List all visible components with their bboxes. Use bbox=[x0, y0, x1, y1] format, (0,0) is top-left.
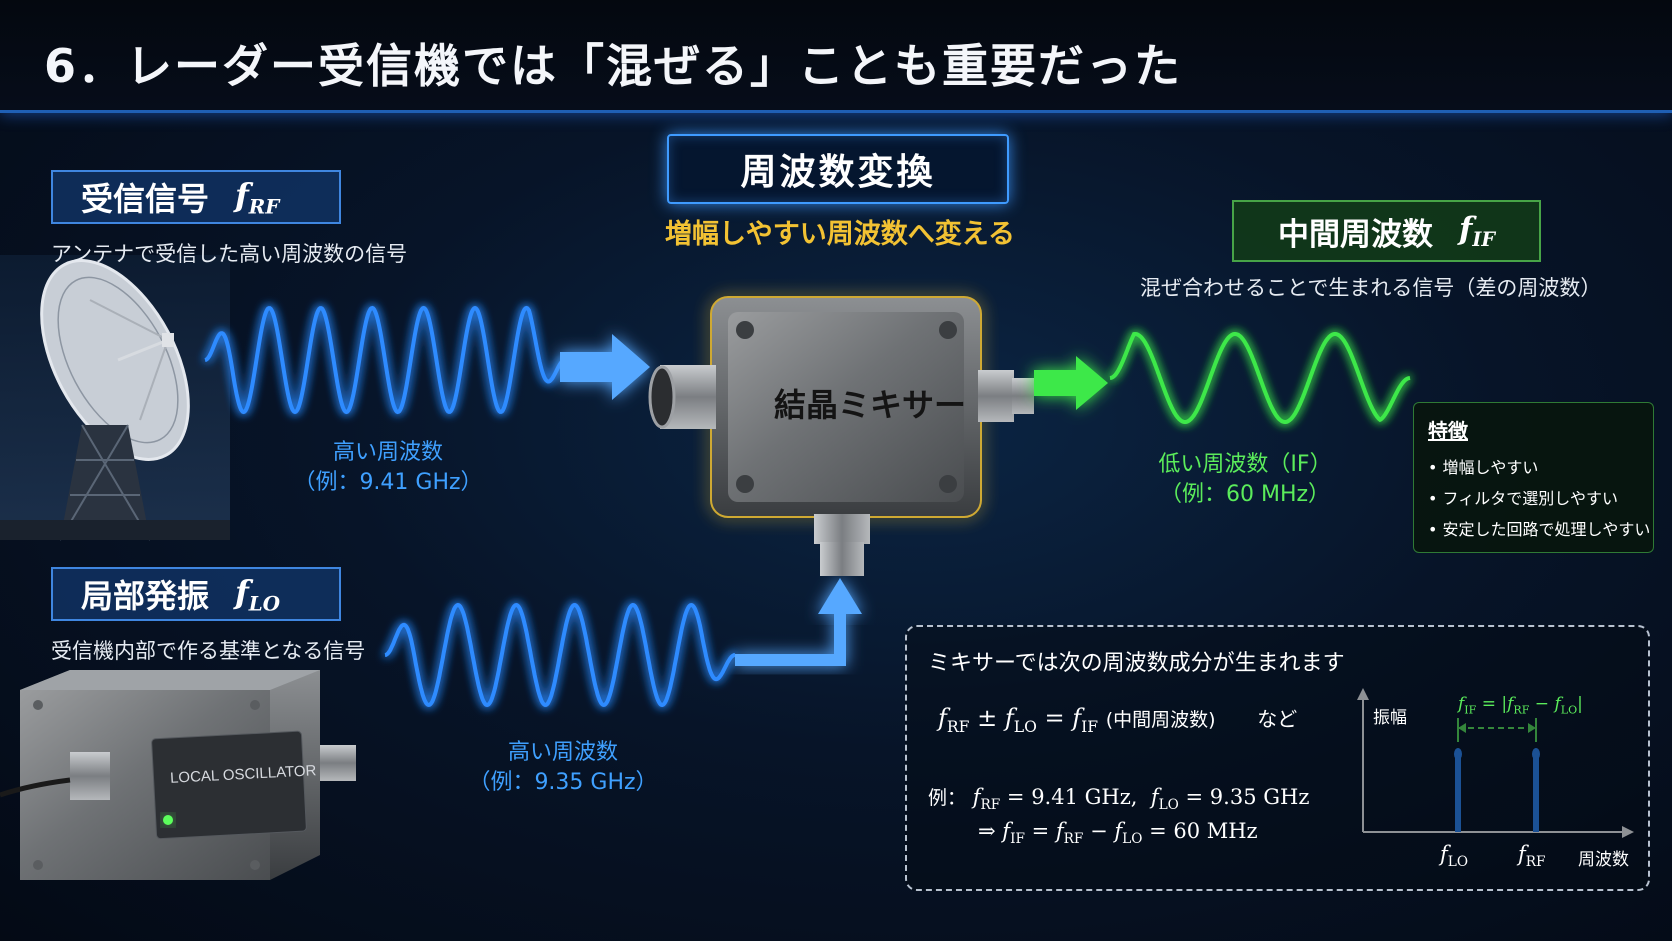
lo-label-box: 局部発振 fLO bbox=[51, 567, 341, 621]
if-wave-caption: 低い周波数（IF） （例：60 MHz） bbox=[1158, 452, 1332, 507]
rf-wave bbox=[204, 305, 566, 415]
if-label-box: 中間周波数 fIF bbox=[1232, 200, 1541, 262]
if-label: 中間周波数 bbox=[1278, 216, 1434, 253]
lo-label: 局部発振 bbox=[81, 577, 210, 615]
spectrum-x-label: 周波数 bbox=[1578, 850, 1629, 870]
info-title: ミキサーでは次の周波数成分が生まれます bbox=[928, 651, 1345, 676]
spectrum-y-label: 振幅 bbox=[1373, 708, 1407, 728]
lo-description: 受信機内部で作る基準となる信号 bbox=[51, 639, 366, 663]
spectrum-rf-tick-label: fRF bbox=[1518, 842, 1546, 871]
features-title: 特徴 bbox=[1428, 419, 1468, 443]
spectrum-lo-tick-label: fLO bbox=[1440, 842, 1469, 871]
lo-wave-caption: 高い周波数 （例：9.35 GHz） bbox=[468, 740, 658, 795]
conversion-title-box: 周波数変換 bbox=[667, 134, 1009, 204]
if-description: 混ぜ合わせることで生まれる信号（差の周波数） bbox=[1140, 276, 1602, 300]
example-line-2: ⇒ fIF = fRF − fLO = 60 MHz bbox=[978, 819, 1258, 848]
if-arrow-icon bbox=[1034, 356, 1108, 410]
feature-item: • 安定した回路で処理しやすい bbox=[1428, 520, 1651, 539]
example-line-1: 例： fRF = 9.41 GHz, fLO = 9.35 GHz bbox=[928, 785, 1310, 814]
lo-arrow-icon bbox=[735, 612, 846, 666]
lo-wave bbox=[384, 602, 736, 708]
mixer-device-icon bbox=[648, 296, 1034, 576]
rf-symbol: fRF bbox=[235, 175, 280, 219]
conversion-subtitle: 増幅しやすい周波数へ変える bbox=[665, 219, 1015, 250]
mixer-label: 結晶ミキサー bbox=[773, 386, 966, 424]
conversion-title: 周波数変換 bbox=[740, 152, 936, 193]
local-oscillator-device-icon bbox=[0, 670, 356, 880]
info-box bbox=[905, 625, 1650, 891]
feature-item: • 増幅しやすい bbox=[1428, 458, 1539, 477]
lo-arrow-head-icon bbox=[818, 578, 862, 614]
if-symbol: fIF bbox=[1459, 210, 1495, 252]
slide-title: 6．レーダー受信機では「混ぜる」ことも重要だった bbox=[44, 39, 1183, 93]
mixing-equation: fRF ± fLO = fIF (中間周波数) など bbox=[938, 704, 1298, 736]
rf-arrow-icon bbox=[560, 334, 650, 400]
feature-item: • フィルタで選別しやすい bbox=[1428, 489, 1619, 508]
title-bar bbox=[0, 0, 1672, 113]
features-box: 特徴 • 増幅しやすい • フィルタで選別しやすい • 安定した回路で処理しやす… bbox=[1413, 402, 1654, 553]
spectrum-formula: fIF = |fRF − fLO| bbox=[1458, 694, 1583, 717]
rf-label: 受信信号 bbox=[81, 180, 210, 218]
lo-symbol: fLO bbox=[235, 572, 280, 616]
rf-wave-caption: 高い周波数 （例：9.41 GHz） bbox=[293, 440, 483, 495]
rf-label-box: 受信信号 fRF bbox=[51, 170, 341, 224]
if-wave bbox=[1109, 332, 1411, 424]
spectrum-chart bbox=[1357, 688, 1634, 838]
radar-antenna-icon bbox=[0, 255, 230, 541]
rf-description: アンテナで受信した高い周波数の信号 bbox=[51, 242, 408, 266]
